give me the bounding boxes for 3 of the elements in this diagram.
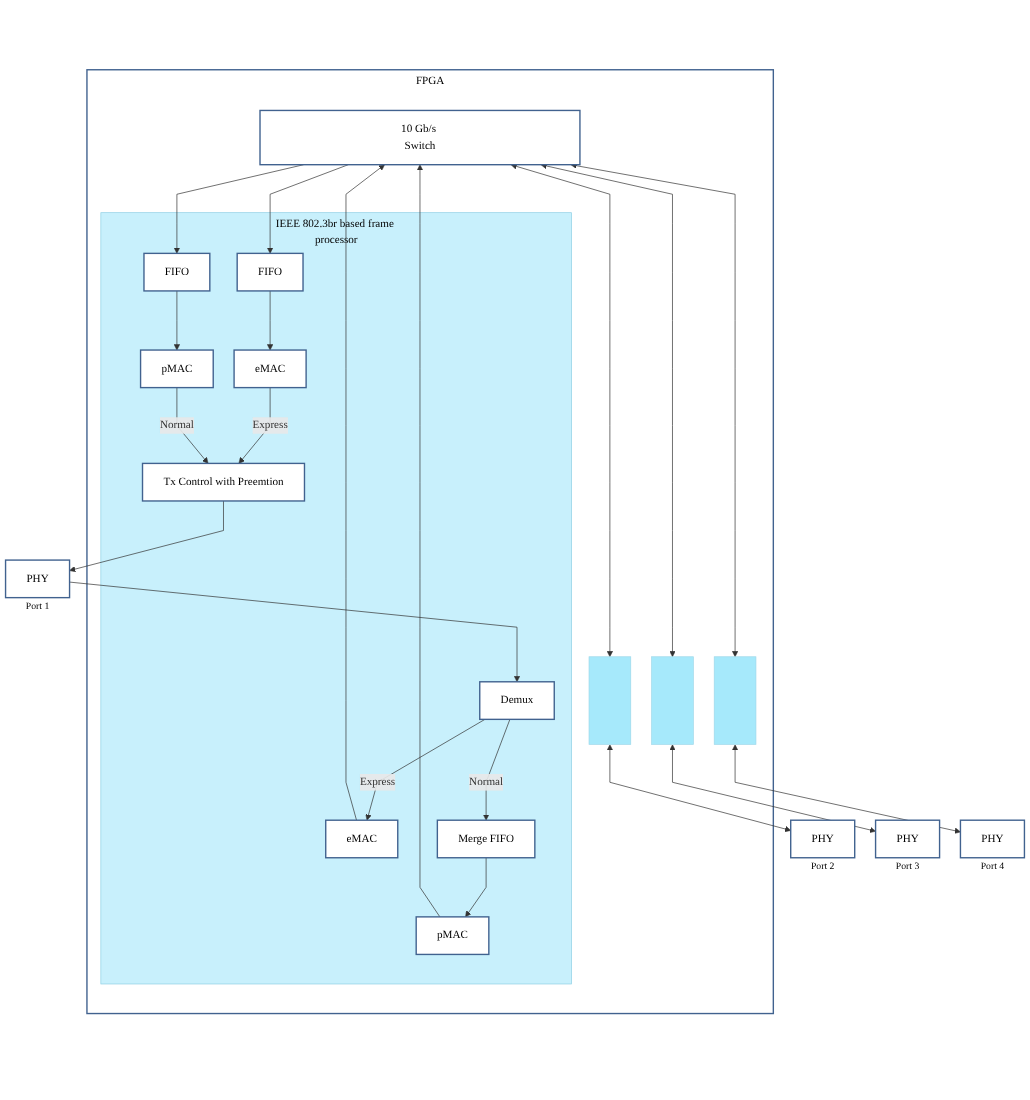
node-bar: [588, 656, 632, 745]
node-bar: [651, 656, 694, 745]
node-bar: [713, 656, 757, 745]
